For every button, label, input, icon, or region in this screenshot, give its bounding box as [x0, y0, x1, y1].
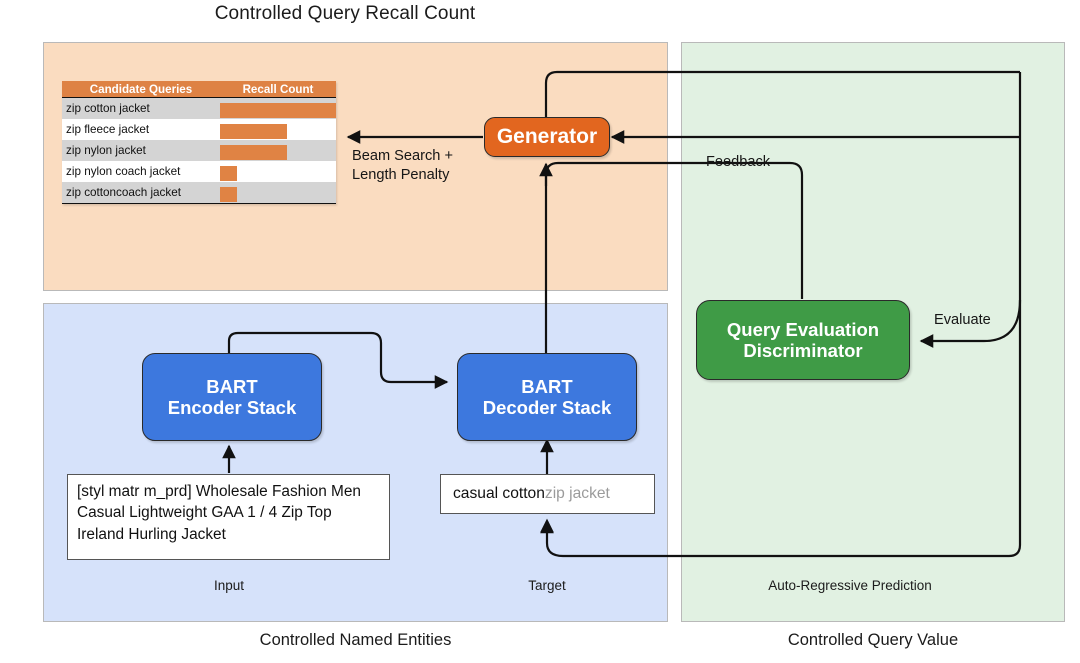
recall-bar: [220, 165, 238, 181]
footer-input: Input: [213, 578, 245, 593]
edge-label-beam-search: Beam Search + Length Penalty: [352, 148, 453, 183]
cell-query: zip nylon coach jacket: [62, 161, 220, 182]
cell-query: zip cotton jacket: [62, 97, 220, 119]
caption-controlled-query-value: Controlled Query Value: [787, 631, 959, 649]
caption-controlled-named-entities: Controlled Named Entities: [259, 631, 452, 649]
cell-query: zip nylon jacket: [62, 140, 220, 161]
table-row: zip nylon coach jacket: [62, 161, 336, 182]
seq2seq-panel: [43, 303, 668, 622]
column-header-candidate-queries: Candidate Queries: [62, 81, 220, 98]
table-row: zip fleece jacket: [62, 119, 336, 140]
recall-bar: [220, 123, 288, 139]
cell-recall-bar: [220, 161, 336, 182]
page-title: Controlled Query Recall Count: [214, 3, 476, 24]
discriminator-line1: Query Evaluation: [726, 318, 880, 340]
cell-recall-bar: [220, 119, 336, 140]
bart-encoder-line1: BART: [206, 375, 258, 397]
table-header-row: Candidate Queries Recall Count: [62, 81, 336, 98]
recall-bar: [220, 102, 336, 118]
recall-bar: [220, 186, 238, 202]
bart-decoder-line1: BART: [521, 375, 573, 397]
recall-count-table: Candidate Queries Recall Count zip cotto…: [62, 81, 336, 204]
table-row: zip cotton jacket: [62, 97, 336, 119]
table-row: zip cottoncoach jacket: [62, 182, 336, 204]
cell-query: zip fleece jacket: [62, 119, 220, 140]
cell-query: zip cottoncoach jacket: [62, 182, 220, 204]
generator-label: Generator: [496, 124, 598, 148]
footer-target: Target: [528, 578, 566, 593]
footer-auto-regressive-prediction: Auto-Regressive Prediction: [768, 578, 932, 593]
column-header-recall-count: Recall Count: [220, 81, 336, 98]
generator-node[interactable]: Generator: [484, 117, 610, 157]
target-text-box: casual cotton zip jacket: [440, 474, 655, 514]
edge-label-evaluate: Evaluate: [934, 312, 991, 328]
cell-recall-bar: [220, 140, 336, 161]
input-text-box: [styl matr m_prd] Wholesale Fashion Men …: [67, 474, 390, 560]
edge-label-feedback: Feedback: [706, 154, 771, 170]
cell-recall-bar: [220, 182, 336, 204]
bart-encoder-line2: Encoder Stack: [167, 397, 297, 418]
bart-decoder-line2: Decoder Stack: [482, 397, 612, 418]
discriminator-line2: Discriminator: [743, 340, 863, 361]
cell-recall-bar: [220, 97, 336, 119]
target-suffix: zip jacket: [544, 485, 610, 503]
recall-bar: [220, 144, 288, 160]
target-prefix: casual cotton: [453, 485, 545, 503]
table-row: zip nylon jacket: [62, 140, 336, 161]
